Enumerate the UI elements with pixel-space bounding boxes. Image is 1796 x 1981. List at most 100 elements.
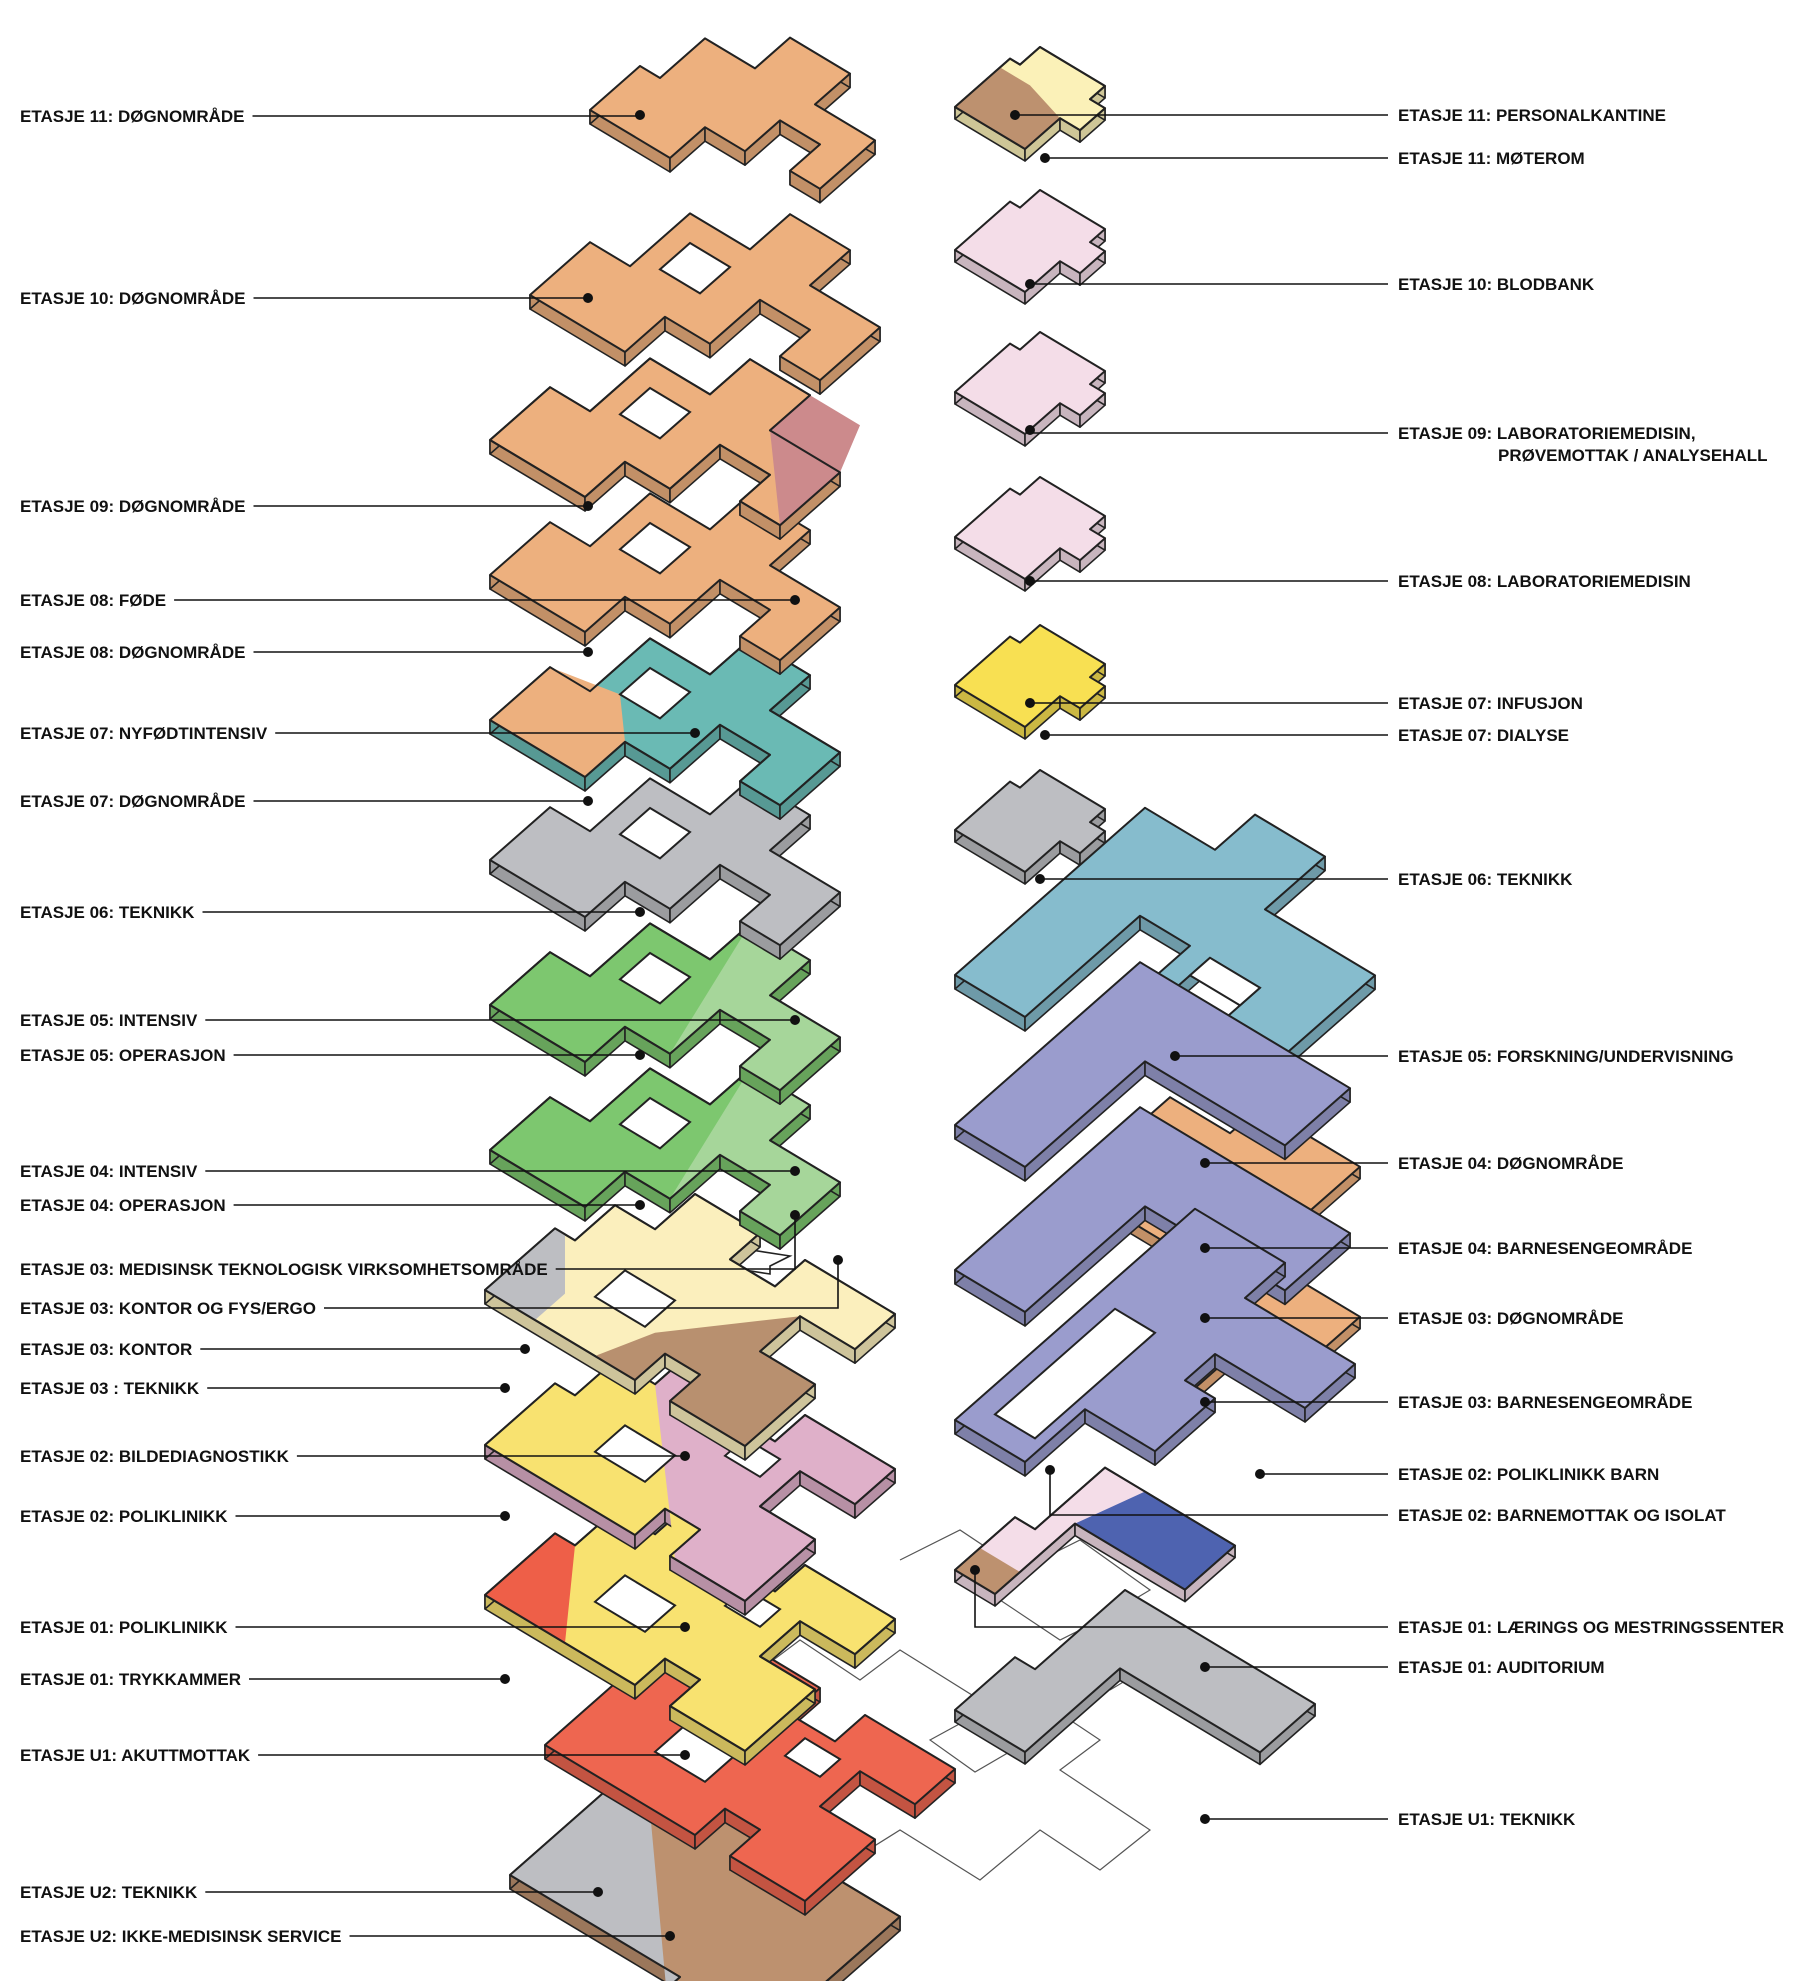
marker-dot [593, 1887, 603, 1897]
leader-lines [174, 110, 1388, 1941]
slab-10 [529, 212, 881, 396]
marker-dot [1025, 279, 1035, 289]
marker-dot [635, 907, 645, 917]
label-left-e08-dogn: ETASJE 08: DØGNOMRÅDE [20, 643, 245, 662]
leader-e03-kontor-fys [324, 1260, 839, 1309]
marker-dot [1040, 730, 1050, 740]
block-e08 [954, 476, 1106, 592]
marker-dot [635, 1050, 645, 1060]
label-left-e07-nyfodt: ETASJE 07: NYFØDTINTENSIV [20, 724, 268, 743]
label-left-e02-bilde: ETASJE 02: BILDEDIAGNOSTIKK [20, 1447, 290, 1466]
marker-dot [1035, 874, 1045, 884]
marker-dot [790, 1015, 800, 1025]
label-left-eu2-teknikk: ETASJE U2: TEKNIKK [20, 1883, 198, 1902]
label-left-e04-intensiv: ETASJE 04: INTENSIV [20, 1162, 198, 1181]
marker-dot [500, 1674, 510, 1684]
label-left-e11-dogn: ETASJE 11: DØGNOMRÅDE [20, 107, 245, 126]
label-left-e05-operasjon: ETASJE 05: OPERASJON [20, 1046, 226, 1065]
block-e11 [954, 46, 1106, 162]
label-left-e03-medtek: ETASJE 03: MEDISINSK TEKNOLOGISK VIRKSOM… [20, 1260, 548, 1279]
marker-dot [690, 728, 700, 738]
marker-dot [1170, 1051, 1180, 1061]
marker-dot [500, 1383, 510, 1393]
marker-dot [520, 1344, 530, 1354]
marker-dot [1025, 425, 1035, 435]
marker-dot [970, 1565, 980, 1575]
label-left-e09-dogn: ETASJE 09: DØGNOMRÅDE [20, 497, 245, 516]
leader-e01-laerings [974, 1570, 1388, 1628]
marker-dot [680, 1451, 690, 1461]
block-e06 [954, 769, 1106, 885]
label-right-e01-laerings: ETASJE 01: LÆRINGS OG MESTRINGSSENTER [1398, 1618, 1784, 1637]
block-e04 [954, 961, 1351, 1182]
marker-dot [680, 1622, 690, 1632]
marker-dot [1025, 576, 1035, 586]
label-right-e07-dialyse: ETASJE 07: DIALYSE [1398, 726, 1569, 745]
marker-dot [1200, 1814, 1210, 1824]
label-right-e11-moterom: ETASJE 11: MØTEROM [1398, 149, 1585, 168]
floor-slabs [484, 36, 1376, 1981]
slab-11 [589, 36, 876, 204]
slab-09 [489, 357, 860, 541]
marker-dot [635, 1200, 645, 1210]
label-left-e05-intensiv: ETASJE 05: INTENSIV [20, 1011, 198, 1030]
label-left-e06-teknikk: ETASJE 06: TEKNIKK [20, 903, 195, 922]
label-right-e05-forskning: ETASJE 05: FORSKNING/UNDERVISNING [1398, 1047, 1734, 1066]
label-left-e04-operasjon: ETASJE 04: OPERASJON [20, 1196, 226, 1215]
marker-dot [635, 110, 645, 120]
label-right-e01-auditorium: ETASJE 01: AUDITORIUM [1398, 1658, 1605, 1677]
label-right-e07-infusjon: ETASJE 07: INFUSJON [1398, 694, 1583, 713]
marker-dot [790, 1210, 800, 1220]
marker-dot [1040, 153, 1050, 163]
marker-dot [1200, 1662, 1210, 1672]
slab-02 [484, 1348, 896, 1616]
label-left-e02-poli: ETASJE 02: POLIKLINIKK [20, 1507, 228, 1526]
block-e02 [954, 1207, 1356, 1477]
marker-dot [583, 796, 593, 806]
marker-dot [790, 595, 800, 605]
slab-u1 [544, 1648, 956, 1916]
label-left-e01-trykk: ETASJE 01: TRYKKAMMER [20, 1670, 241, 1689]
label-right-e02-barnemottak: ETASJE 02: BARNEMOTTAK OG ISOLAT [1398, 1506, 1726, 1525]
label-left-e03-kontor: ETASJE 03: KONTOR [20, 1340, 192, 1359]
marker-dot [1200, 1313, 1210, 1323]
marker-dot [583, 647, 593, 657]
label-right-e04-barneseng: ETASJE 04: BARNESENGEOMRÅDE [1398, 1239, 1692, 1258]
label-right-e11-kantine: ETASJE 11: PERSONALKANTINE [1398, 106, 1666, 125]
label-left-e10-dogn: ETASJE 10: DØGNOMRÅDE [20, 289, 245, 308]
label-right-e02-poli-barn: ETASJE 02: POLIKLINIKK BARN [1398, 1465, 1659, 1484]
leader-e02-barnemottak [1049, 1470, 1388, 1516]
label-right-e06-teknikk-r: ETASJE 06: TEKNIKK [1398, 870, 1573, 889]
leader-e09-lab [1029, 430, 1388, 434]
marker-dot [1200, 1158, 1210, 1168]
label-left-eu2-service: ETASJE U2: IKKE-MEDISINSK SERVICE [20, 1927, 342, 1946]
label-left-eu1-akutt: ETASJE U1: AKUTTMOTTAK [20, 1746, 251, 1765]
marker-dot [500, 1511, 510, 1521]
label-right-e08-lab: ETASJE 08: LABORATORIEMEDISIN [1398, 572, 1691, 591]
block-e09 [954, 331, 1106, 447]
block-e05 [954, 806, 1376, 1079]
label-left-e03-kontor-fys: ETASJE 03: KONTOR OG FYS/ERGO [20, 1299, 316, 1318]
marker-dot [1010, 110, 1020, 120]
block-e01 [954, 1466, 1236, 1607]
label-left-e08-fode: ETASJE 08: FØDE [20, 591, 166, 610]
label-right-e09-lab: ETASJE 09: LABORATORIEMEDISIN, [1398, 424, 1696, 443]
label-left-e03-teknikk: ETASJE 03 : TEKNIKK [20, 1379, 200, 1398]
marker-dot [833, 1255, 843, 1265]
label-right-e03-dogn-r: ETASJE 03: DØGNOMRÅDE [1398, 1309, 1623, 1328]
label-right-eu1-teknikk-r: ETASJE U1: TEKNIKK [1398, 1810, 1576, 1829]
block-e10 [954, 189, 1106, 305]
marker-dot [1255, 1469, 1265, 1479]
marker-dot [1045, 1465, 1055, 1475]
label-left-e01-poli: ETASJE 01: POLIKLINIKK [20, 1618, 228, 1637]
leader-e11-dogn [252, 115, 641, 117]
marker-dot [1025, 698, 1035, 708]
slab-04 [489, 1067, 841, 1250]
marker-dot [665, 1931, 675, 1941]
label-right-e03-barneseng: ETASJE 03: BARNESENGEOMRÅDE [1398, 1393, 1692, 1412]
leader-e03-medtek [555, 1215, 796, 1270]
label-right-e10-blodbank: ETASJE 10: BLODBANK [1398, 275, 1595, 294]
label-left-e07-dogn: ETASJE 07: DØGNOMRÅDE [20, 792, 245, 811]
slab-06 [489, 777, 841, 961]
